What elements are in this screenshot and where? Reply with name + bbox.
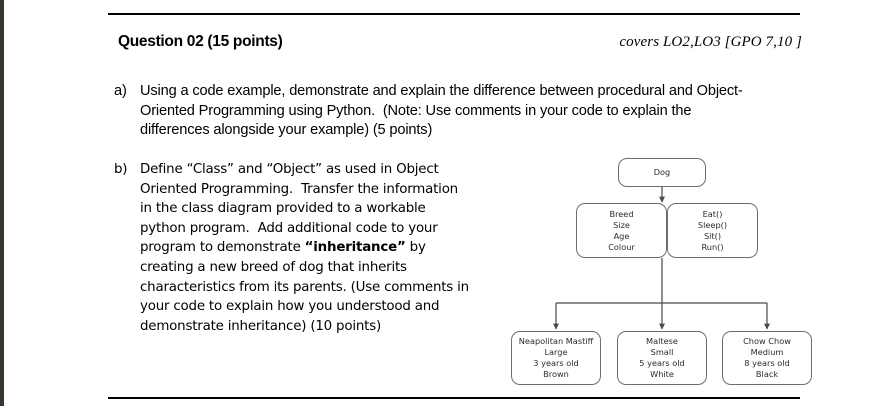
page-left-edge-strip [0, 0, 4, 406]
child-1-age: 5 years old [639, 358, 685, 368]
part-b-line-5-pre: program to demonstrate [140, 240, 305, 256]
part-a-line-3: differences alongside your example) (5 p… [140, 122, 433, 138]
class-box-maltese: Maltese Small 5 years old White [617, 331, 707, 385]
diagram-connectors [553, 187, 770, 330]
part-b-line-3: in the class diagram provided to a worka… [140, 201, 426, 217]
child-1-breed: Maltese [646, 336, 678, 346]
part-a-body: Using a code example, demonstrate and ex… [140, 82, 774, 141]
part-b-line-1: Define “Class” and “Object” as used in O… [140, 162, 439, 177]
part-b-line-2: Oriented Programming. Transfer the infor… [140, 181, 458, 197]
part-b-line-9: demonstrate inheritance) (10 points) [140, 318, 381, 334]
part-b-line-6: creating a new breed of dog that inherit… [140, 259, 407, 275]
part-b-line-5: program to demonstrate “inheritance” by [140, 238, 514, 258]
child-1-colour: White [650, 369, 674, 379]
child-0-colour: Brown [543, 369, 569, 379]
part-b-marker: b) [114, 162, 128, 177]
top-horizontal-rule [108, 13, 800, 15]
class-box-methods: Eat() Sleep() Sit() Run() [667, 203, 758, 258]
question-header: Question 02 (15 points) covers LO2,LO3 [… [118, 33, 802, 55]
part-a-line-2: Oriented Programming using Python. (Note… [140, 102, 692, 119]
part-b-line-8: your code to explain how you understood … [140, 299, 440, 315]
page-title: Question 02 (15 points) [118, 33, 283, 50]
child-2-breed: Chow Chow [743, 336, 791, 346]
learning-outcome-reference: covers LO2,LO3 [GPO 7,10 ] [619, 34, 802, 50]
part-b-inheritance-emphasis: “inheritance” [304, 240, 406, 256]
attribute-breed: Breed [609, 208, 634, 219]
class-box-neapolitan-mastiff: Neapolitan Mastiff Large 3 years old Bro… [511, 331, 601, 385]
child-1-size: Small [650, 347, 674, 357]
class-box-chow-chow: Chow Chow Medium 8 years old Black [722, 331, 812, 385]
child-0-age: 3 years old [533, 358, 579, 368]
method-sit: Sit() [703, 230, 722, 241]
bottom-horizontal-rule [108, 397, 800, 399]
method-sleep: Sleep() [697, 219, 728, 230]
question-part-a: a) Using a code example, demonstrate and… [114, 82, 774, 141]
child-2-age: 8 years old [744, 358, 790, 368]
method-eat: Eat() [702, 208, 723, 219]
part-a-line-1: Using a code example, demonstrate and ex… [140, 83, 743, 99]
child-2-size: Medium [750, 347, 784, 357]
attribute-colour: Colour [608, 241, 635, 252]
part-a-marker: a) [114, 83, 127, 99]
part-b-line-4: python program. Add additional code to y… [140, 220, 438, 236]
child-2-colour: Black [755, 369, 779, 379]
child-0-breed: Neapolitan Mastiff [518, 336, 594, 346]
child-0-size: Large [544, 347, 568, 357]
class-box-attributes: Breed Size Age Colour [576, 203, 667, 258]
class-box-dog-label: Dog [653, 167, 671, 177]
attribute-size: Size [613, 219, 630, 230]
attribute-age: Age [613, 230, 630, 241]
part-b-line-7: characteristics from its parents. (Use c… [140, 279, 469, 295]
class-box-dog: Dog [618, 158, 706, 187]
part-b-body: Define “Class” and “Object” as used in O… [140, 160, 514, 336]
method-run: Run() [701, 241, 724, 252]
class-diagram: Dog Breed Size Age Colour Eat() Sleep() … [490, 150, 830, 390]
part-b-line-5-post: by [405, 240, 426, 256]
question-part-b: b) Define “Class” and “Object” as used i… [114, 160, 514, 336]
